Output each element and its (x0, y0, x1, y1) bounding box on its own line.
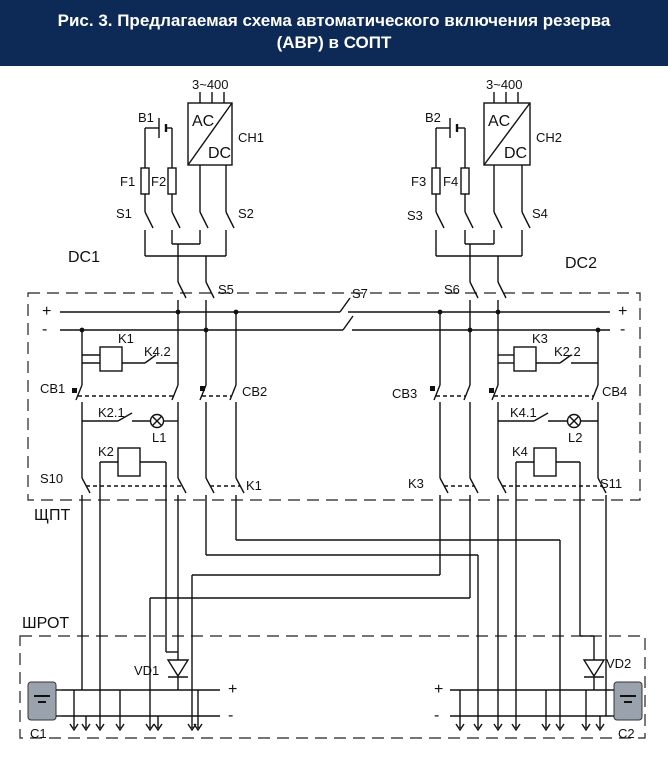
label-l2: L2 (568, 430, 582, 445)
label-l1: L1 (152, 430, 166, 445)
label-plus-c1: + (228, 681, 237, 698)
label-k3-contact: K3 (408, 476, 424, 491)
label-s7: S7 (352, 286, 368, 301)
label-shpt: ЩПТ (34, 507, 71, 524)
label-ch1: CH1 (238, 130, 264, 145)
label-k2-1: K2.1 (98, 405, 125, 420)
shpt-frame (27, 292, 641, 501)
label-plus-c2: + (434, 681, 443, 698)
caption-line-1: Рис. 3. Предлагаемая схема автоматическо… (57, 11, 611, 30)
left-control (72, 312, 245, 494)
label-k1-relay: K1 (118, 331, 134, 346)
labels: 3~400 3~400 B1 B2 AC DC AC DC CH1 CH2 F1… (22, 77, 635, 741)
label-shrot: ШРОТ (22, 615, 69, 632)
label-s6: S6 (444, 282, 460, 297)
label-minus-left: - (42, 321, 47, 338)
label-k4-2: K4.2 (144, 344, 171, 359)
label-vd2: VD2 (606, 656, 631, 671)
label-s2: S2 (238, 206, 254, 221)
diode-vd2 (582, 659, 606, 678)
relay-k3-coil (513, 346, 537, 372)
label-ac2: AC (488, 113, 510, 130)
relay-k2-coil (117, 447, 141, 477)
label-f4: F4 (443, 174, 458, 189)
label-dc2-section: DC2 (565, 255, 597, 272)
label-ch2: CH2 (536, 130, 562, 145)
label-ac1: AC (192, 113, 214, 130)
label-plus-right: + (618, 303, 627, 320)
label-k3-relay: K3 (532, 331, 548, 346)
label-cb3: CB3 (392, 386, 417, 401)
label-s3: S3 (407, 208, 423, 223)
relay-k1-coil (99, 346, 123, 372)
figure-caption: Рис. 3. Предлагаемая схема автоматическо… (0, 0, 668, 66)
fuse-f2 (167, 167, 177, 195)
label-k1-contact: K1 (246, 478, 262, 493)
charger-ch2 (483, 102, 531, 166)
label-minus-right: - (620, 321, 625, 338)
dc-busbars (60, 297, 610, 333)
feeder-arrows (69, 690, 605, 732)
label-b2: B2 (425, 110, 441, 125)
label-v2: 3~400 (486, 77, 523, 92)
caption-line-2: (АВР) в СОПТ (276, 33, 392, 52)
label-s11: S11 (600, 476, 622, 491)
right-control (430, 312, 607, 494)
charger-ch1 (187, 102, 233, 166)
label-minus-c2: - (434, 707, 439, 724)
interconnect-wires (81, 470, 607, 716)
label-s5: S5 (218, 282, 234, 297)
fuse-f3 (431, 167, 441, 195)
label-k2-2: K2.2 (554, 344, 581, 359)
label-v1: 3~400 (192, 77, 229, 92)
switch-s7 (339, 297, 351, 313)
label-c2: C2 (618, 726, 635, 741)
label-dc1-section: DC1 (68, 249, 100, 266)
label-minus-c1: - (228, 707, 233, 724)
relay-k4-coil (533, 447, 557, 477)
label-f3: F3 (411, 174, 426, 189)
label-s4: S4 (532, 206, 548, 221)
right-source (431, 92, 531, 330)
shrot-bus (27, 651, 643, 732)
diode-vd1 (166, 659, 190, 678)
left-source (140, 92, 235, 330)
label-dc1: DC (208, 145, 231, 162)
fuse-f4 (460, 167, 470, 195)
label-f2: F2 (151, 174, 166, 189)
label-s10: S10 (40, 471, 63, 486)
label-cb4: CB4 (602, 384, 627, 399)
label-k2: K2 (98, 444, 114, 459)
label-k4: K4 (512, 444, 528, 459)
fuse-f1 (140, 167, 150, 195)
label-plus-left: + (42, 303, 51, 320)
label-vd1: VD1 (134, 663, 159, 678)
label-f1: F1 (120, 174, 135, 189)
label-c1: C1 (30, 726, 47, 741)
label-b1: B1 (138, 110, 154, 125)
label-dc2: DC (504, 145, 527, 162)
label-cb2: CB2 (242, 384, 267, 399)
label-cb1: CB1 (40, 381, 65, 396)
label-k4-1: K4.1 (510, 405, 537, 420)
shrot-frame (19, 635, 646, 739)
label-s1: S1 (116, 206, 132, 221)
